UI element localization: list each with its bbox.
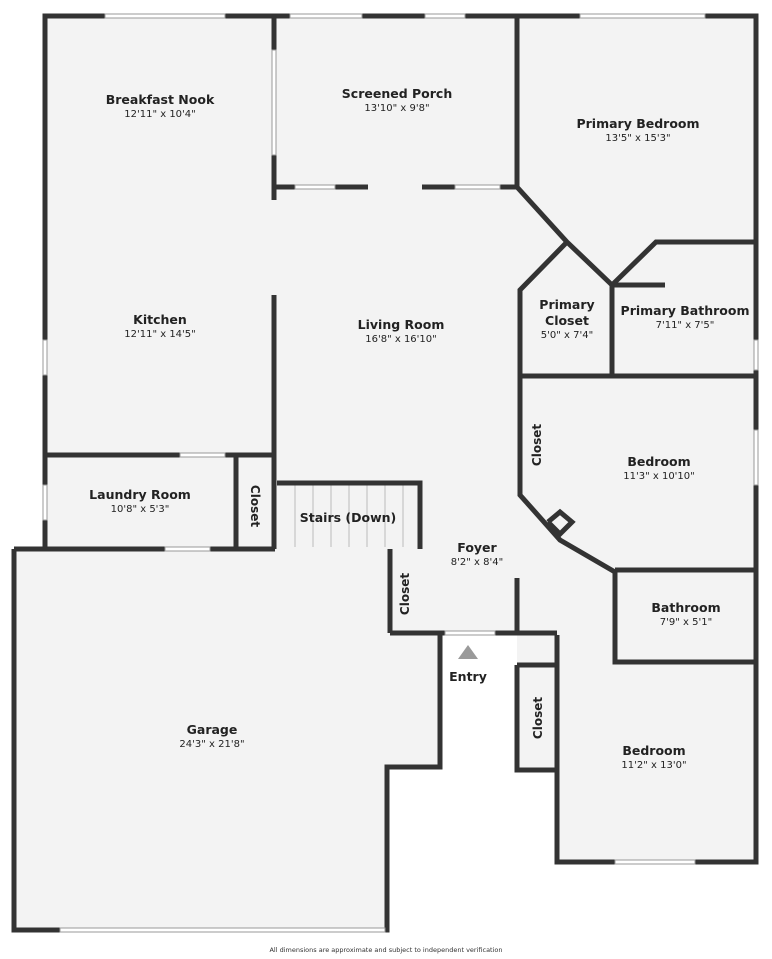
room-dims: 12'11" x 10'4"	[124, 109, 196, 120]
room-name: Screened Porch	[341, 86, 453, 101]
room-name: Bedroom	[627, 454, 691, 469]
stairs-label: Stairs (Down)	[299, 510, 397, 525]
room-name: Foyer	[457, 540, 497, 555]
room-dims: 11'2" x 13'0"	[621, 760, 687, 771]
room-dims: 7'9" x 5'1"	[659, 617, 713, 628]
disclaimer: All dimensions are approximate and subje…	[269, 946, 503, 954]
room-name: Bathroom	[651, 600, 721, 615]
room-name: Bedroom	[622, 743, 686, 758]
room-dims: 24'3" x 21'8"	[179, 739, 245, 750]
room-dims: 12'11" x 14'5"	[124, 329, 196, 340]
entry-label: Entry	[449, 669, 487, 684]
room-foyer: Foyer 8'2" x 8'4"	[451, 540, 503, 570]
room-name: Laundry Room	[89, 487, 191, 502]
room-bedroom-2: Bedroom 11'2" x 13'0"	[621, 743, 686, 773]
room-primary-closet: Primary Closet 5'0" x 7'4"	[537, 297, 597, 343]
room-name: Garage	[186, 722, 238, 737]
room-dims: 13'10" x 9'8"	[364, 103, 430, 114]
room-screened-porch: Screened Porch 13'10" x 9'8"	[342, 86, 452, 116]
room-kitchen: Kitchen 12'11" x 14'5"	[124, 312, 196, 342]
room-bedroom: Bedroom 11'3" x 10'10"	[623, 454, 695, 484]
room-name: Kitchen	[133, 312, 187, 327]
walls	[11, 13, 759, 933]
room-dims: 16'8" x 16'10"	[365, 334, 437, 345]
room-dims: 11'3" x 10'10"	[623, 471, 695, 482]
room-dims: 10'8" x 5'3"	[110, 504, 170, 515]
closet-lower-label: Closet	[531, 696, 545, 740]
room-name: Primary Closet	[539, 297, 595, 328]
room-laundry-room: Laundry Room 10'8" x 5'3"	[89, 487, 191, 517]
room-name: Breakfast Nook	[105, 92, 215, 107]
room-garage: Garage 24'3" x 21'8"	[179, 722, 244, 752]
room-primary-bedroom: Primary Bedroom 13'5" x 15'3"	[576, 116, 699, 146]
room-living-room: Living Room 16'8" x 16'10"	[358, 317, 445, 347]
room-name: Living Room	[357, 317, 445, 332]
room-dims: 7'11" x 7'5"	[655, 320, 715, 331]
room-dims: 5'0" x 7'4"	[540, 330, 594, 341]
closet-foyer-label: Closet	[398, 572, 412, 616]
closet-laundry-label: Closet	[248, 484, 262, 528]
closet-bedroom-label: Closet	[530, 423, 544, 467]
room-primary-bathroom: Primary Bathroom 7'11" x 7'5"	[621, 303, 750, 333]
windows	[42, 13, 759, 933]
stairs	[294, 485, 404, 547]
entry-arrow-icon	[458, 645, 478, 659]
room-dims: 8'2" x 8'4"	[450, 557, 504, 568]
room-bathroom: Bathroom 7'9" x 5'1"	[651, 600, 720, 630]
room-name: Primary Bedroom	[576, 116, 700, 131]
room-name: Primary Bathroom	[620, 303, 750, 318]
room-dims: 13'5" x 15'3"	[605, 133, 671, 144]
room-breakfast-nook: Breakfast Nook 12'11" x 10'4"	[106, 92, 215, 122]
